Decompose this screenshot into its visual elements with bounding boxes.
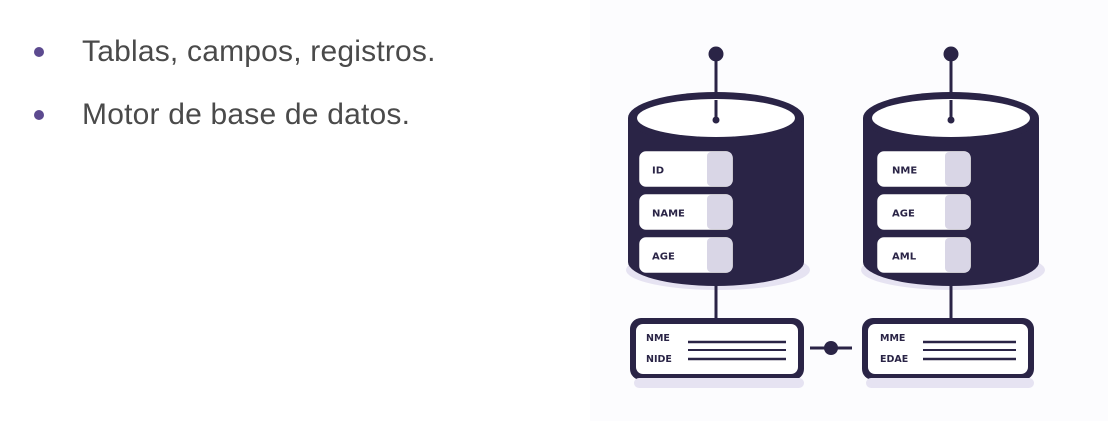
bullet-dot-icon: [34, 110, 44, 120]
field-tab: NAME: [636, 191, 736, 233]
field-tab: AGE: [874, 191, 974, 233]
antenna-node-icon: [943, 46, 959, 62]
database-diagram: ID NAME AGE NME NIDE: [590, 0, 1108, 421]
field-label: AGE: [892, 209, 915, 220]
bullet-dot-icon: [34, 47, 44, 57]
antenna-node-icon: [708, 46, 724, 62]
field-label: ID: [652, 166, 664, 177]
record-shadow: [866, 378, 1034, 388]
relation-link: [810, 341, 852, 355]
field-tab: AGE: [636, 234, 736, 276]
field-label: AGE: [652, 252, 675, 263]
field-label: NME: [892, 166, 917, 177]
record-label: MME: [880, 333, 905, 344]
field-label: AML: [892, 252, 917, 263]
field-tab: AML: [874, 234, 974, 276]
record-card: MME EDAE: [862, 318, 1034, 388]
antenna-base-icon: [712, 116, 720, 124]
bullet-list: Tablas, campos, registros. Motor de base…: [28, 28, 436, 154]
record-label: NIDE: [646, 354, 672, 365]
bullet-text: Motor de base de datos.: [82, 98, 411, 131]
bullet-text: Tablas, campos, registros.: [82, 35, 436, 68]
right-database: NME AGE AML MME EDAE: [861, 46, 1045, 388]
bullet-item: Motor de base de datos.: [28, 91, 436, 139]
antenna-base-icon: [947, 116, 955, 124]
record-shadow: [634, 378, 804, 388]
record-label: NME: [646, 333, 670, 344]
field-label: NAME: [652, 209, 685, 220]
bullet-item: Tablas, campos, registros.: [28, 28, 436, 76]
record-label: EDAE: [880, 354, 908, 365]
record-card: NME NIDE: [630, 318, 804, 388]
link-node-icon: [824, 341, 838, 355]
left-database: ID NAME AGE NME NIDE: [626, 46, 810, 388]
field-tab: ID: [636, 148, 736, 190]
field-tab: NME: [874, 148, 974, 190]
